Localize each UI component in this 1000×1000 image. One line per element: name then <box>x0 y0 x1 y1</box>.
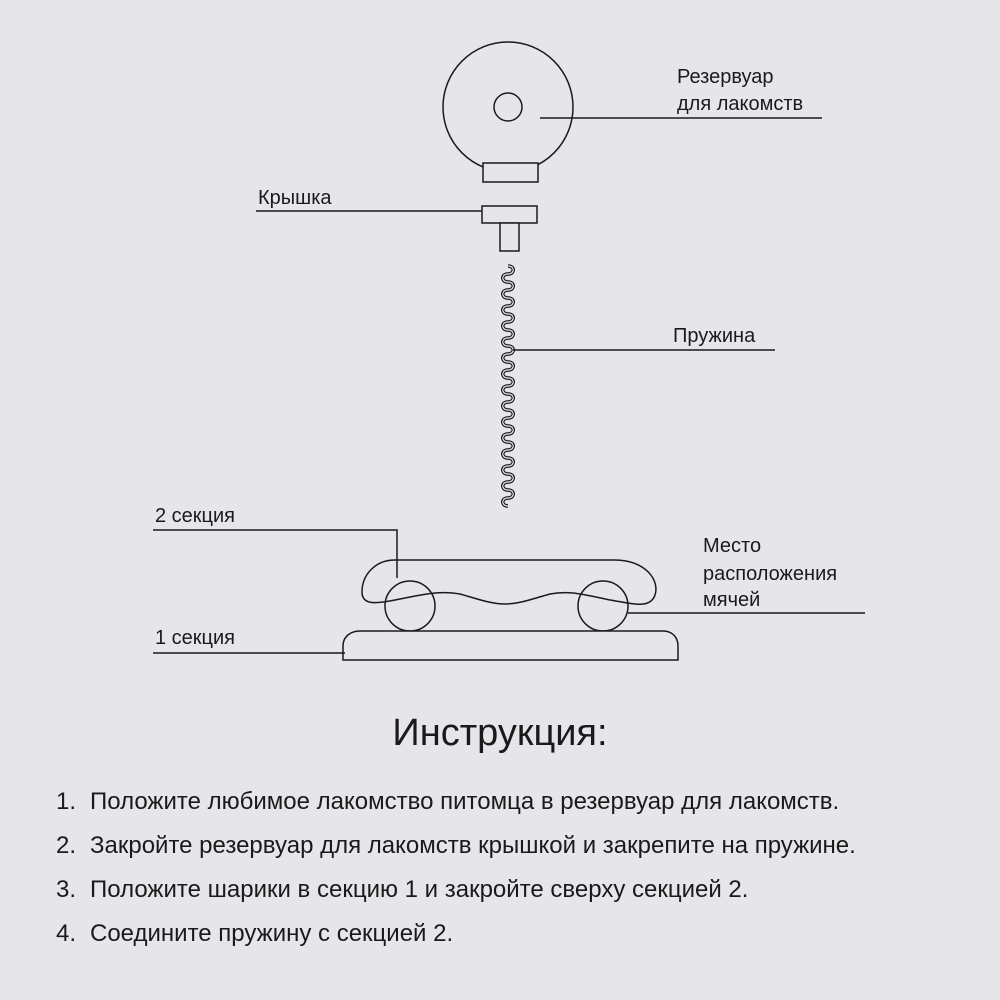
section-2 <box>361 559 657 605</box>
instructions-list: 1. Положите любимое лакомство питомца в р… <box>56 780 856 956</box>
balls-label-line1: Место <box>703 535 761 557</box>
section1-label: 1 секция <box>155 627 235 649</box>
instruction-step: 1. Положите любимое лакомство питомца в р… <box>56 780 856 824</box>
instruction-step: 3. Положите шарики в секцию 1 и закройте … <box>56 868 856 912</box>
balls-label-line2: расположения <box>703 563 837 585</box>
step-number: 4. <box>56 920 77 947</box>
instruction-step: 2. Закройте резервуар для лакомств крышко… <box>56 824 856 868</box>
step-number: 1. <box>56 788 77 815</box>
lid-label: Крышка <box>258 187 332 209</box>
step-text: Положите любимое лакомство питомца в рез… <box>90 788 840 815</box>
balls-label-line3: мячей <box>703 589 760 611</box>
lid <box>481 205 538 252</box>
ball-left <box>384 580 436 632</box>
ball-right <box>577 580 629 632</box>
spring-coil-highlight <box>502 265 514 507</box>
assembly-diagram: Резервуар для лакомств Крышка Пружина 2 … <box>153 41 865 661</box>
reservoir-label-line2: для лакомств <box>677 93 803 115</box>
step-number: 3. <box>56 876 77 903</box>
section2-label: 2 секция <box>155 505 235 527</box>
treat-reservoir <box>442 41 574 183</box>
spring-label: Пружина <box>673 325 756 347</box>
step-number: 2. <box>56 832 77 859</box>
spring <box>501 264 515 508</box>
balls <box>384 580 629 632</box>
instructions-title: Инструкция: <box>392 712 608 754</box>
section2-leader-line <box>153 529 398 578</box>
step-text: Положите шарики в секцию 1 и закройте св… <box>90 876 749 903</box>
step-text: Соедините пружину с секцией 2. <box>90 920 454 947</box>
section-1 <box>342 630 679 661</box>
reservoir-label-line1: Резервуар <box>677 66 774 88</box>
instruction-step: 4. Соедините пружину с секцией 2. <box>56 912 856 956</box>
step-text: Закройте резервуар для лакомств крышкой … <box>90 832 856 859</box>
